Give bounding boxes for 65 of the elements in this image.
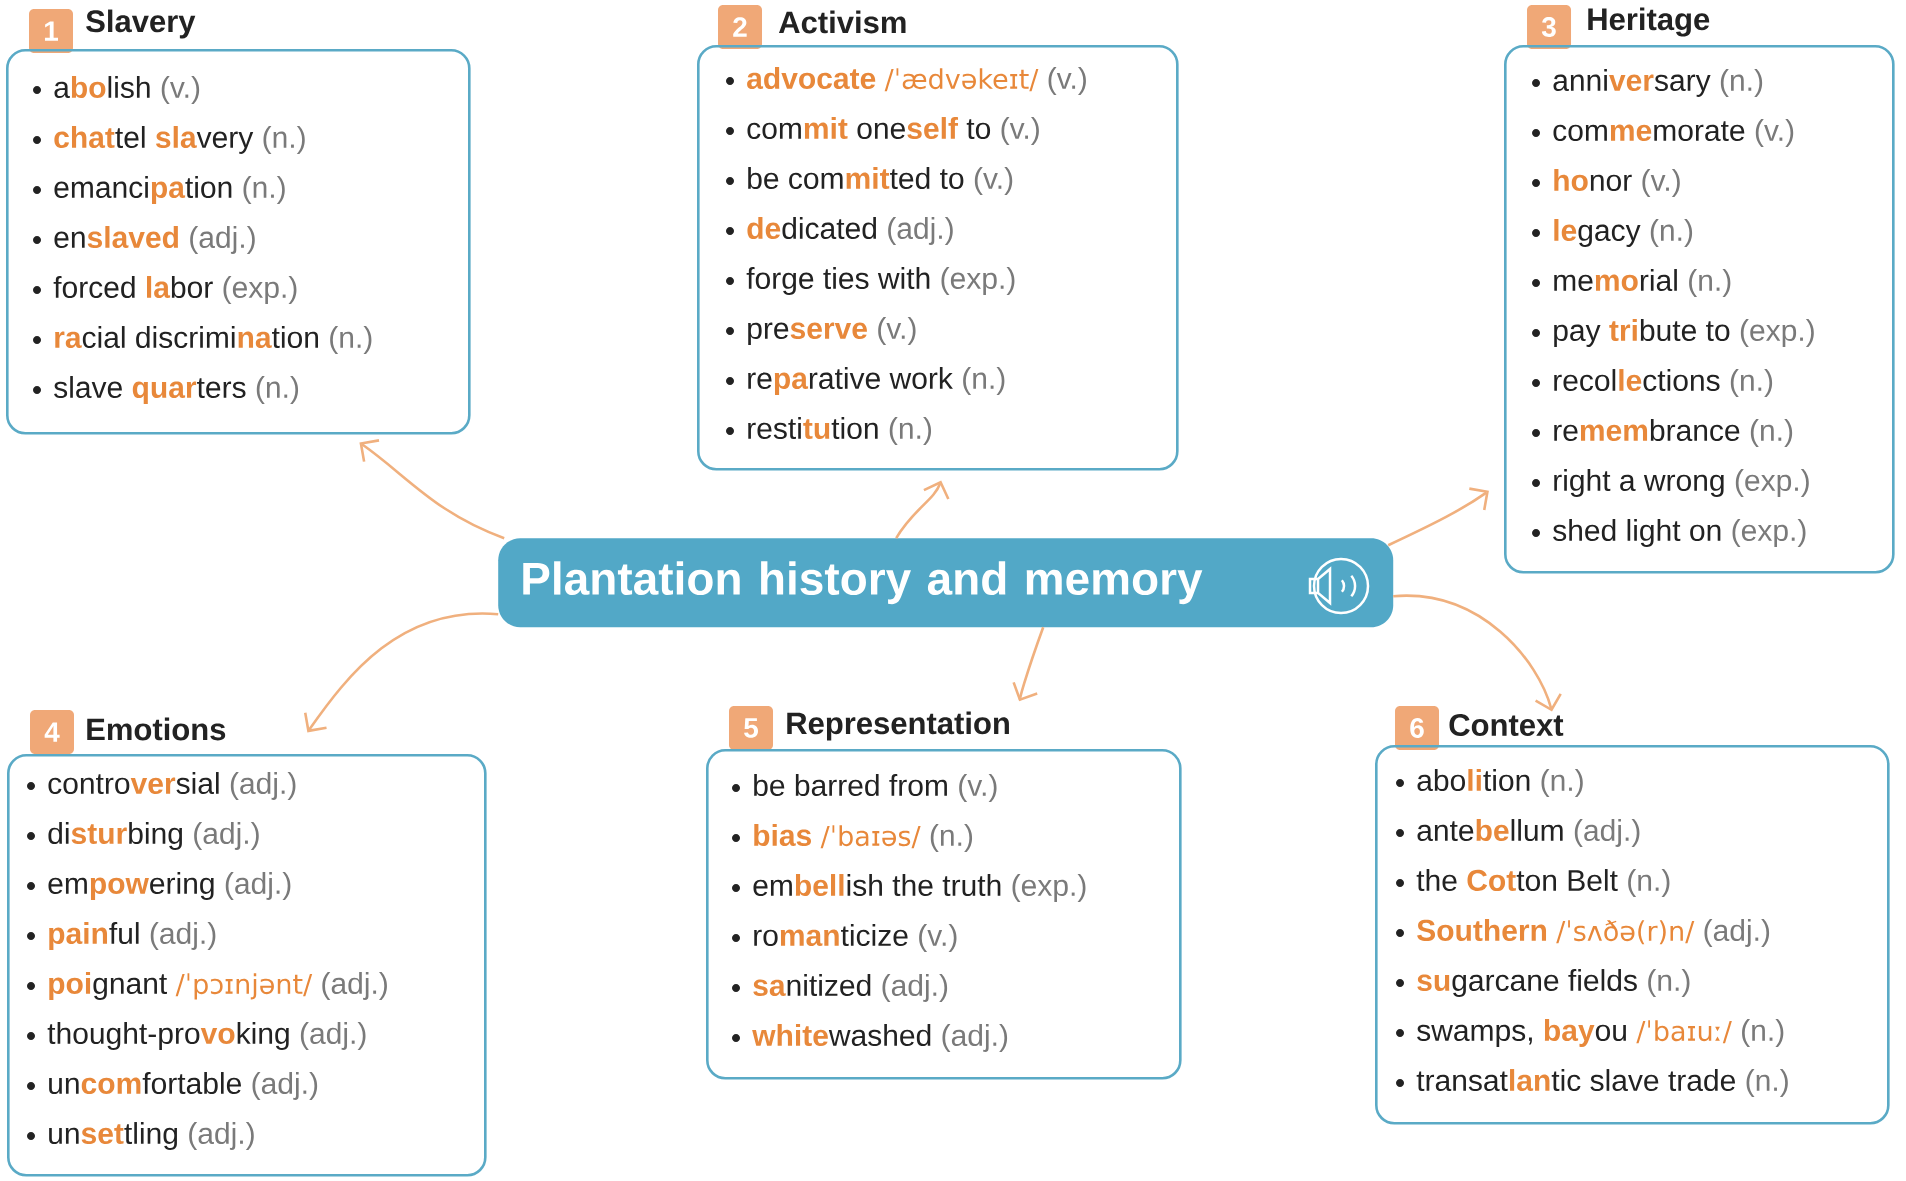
vocabulary-item: shed light on (exp.) [1553, 519, 1806, 547]
vocabulary-item: sugarcane fields (n.) [1417, 969, 1690, 997]
vocabulary-item: uncomfortable (adj.) [49, 1072, 318, 1100]
vocabulary-item: abolish (v.) [54, 76, 200, 104]
vocabulary-item: controversial (adj.) [48, 772, 296, 800]
number-badge: 4 [30, 710, 74, 754]
vocabulary-item: preserve (v.) [748, 317, 916, 345]
vocabulary-item: poignant /ˈpɔɪnjənt/ (adj.) [49, 972, 387, 1000]
vocabulary-item: empowering (adj.) [48, 872, 291, 900]
vocabulary-item: sanitized (adj.) [753, 974, 948, 1002]
node-label: Context [1449, 714, 1564, 736]
arrow [303, 612, 499, 733]
arrow [1012, 626, 1045, 702]
vocabulary-item: pay tribute to (exp.) [1554, 319, 1814, 347]
vocabulary-item: be barred from (v.) [754, 774, 997, 802]
vocabulary-item: recollections (n.) [1554, 369, 1773, 397]
vocabulary-item: antebellum (adj.) [1417, 819, 1640, 847]
vocabulary-item: commit oneself to (v.) [747, 117, 1039, 145]
vocabulary-item: transatlantic slave trade (n.) [1416, 1069, 1788, 1097]
arrow [1393, 594, 1562, 712]
node-label: Heritage [1588, 7, 1710, 37]
title-banner: Plantation history and memory [498, 538, 1394, 628]
node-label: Activism [778, 10, 906, 34]
vocabulary-item: unsettling (adj.) [49, 1122, 254, 1150]
node-label: Slavery [86, 9, 196, 39]
vocabulary-item: swamps, bayou /ˈbaɪuː/ (n.) [1417, 1019, 1784, 1047]
vocabulary-item: the Cotton Belt (n.) [1416, 869, 1670, 897]
vocabulary-item: restitution (n.) [748, 417, 932, 445]
number-badge: 2 [718, 5, 762, 49]
vocabulary-item: right a wrong (exp.) [1554, 469, 1809, 497]
vocabulary-item: emancipation (n.) [54, 176, 285, 204]
number-badge: 6 [1395, 706, 1439, 750]
arrow [1387, 487, 1489, 547]
vocabulary-item: painful (adj.) [49, 922, 216, 950]
vocabulary-item: thought-provoking (adj.) [47, 1022, 366, 1050]
vocabulary-item: disturbing (adj.) [48, 822, 259, 850]
vocabulary-item: forced labor (exp.) [53, 276, 297, 304]
number-badge: 1 [29, 9, 73, 53]
node-label: Emotions [87, 717, 226, 741]
number-badge: 5 [729, 706, 773, 750]
vocabulary-item: reparative work (n.) [748, 367, 1005, 395]
number-badge: 3 [1527, 5, 1571, 49]
vocabulary-item: honor (v.) [1554, 169, 1680, 197]
vocabulary-item: bias /ˈbaɪəs/ (n.) [754, 824, 973, 852]
vocabulary-item: memorial (n.) [1554, 269, 1731, 297]
vocabulary-item: anniversary (n.) [1553, 69, 1763, 97]
vocabulary-item: legacy (n.) [1554, 219, 1693, 247]
vocabulary-item: racial discrimination (n.) [55, 326, 372, 354]
vocabulary-item: forge ties with (exp.) [746, 267, 1015, 295]
vocabulary-item: Southern /ˈsʌðə(r)n/ (adj.) [1417, 919, 1770, 947]
vocabulary-item: commemorate (v.) [1553, 119, 1794, 147]
arrow [359, 439, 505, 540]
vocabulary-item: be committed to (v.) [748, 167, 1013, 195]
vocabulary-item: embellish the truth (exp.) [753, 874, 1086, 902]
vocabulary-item: slave quarters (n.) [54, 376, 299, 404]
vocabulary-item: whitewashed (adj.) [752, 1024, 1008, 1052]
vocabulary-item: advocate /ˈædvəkeɪt/ (v.) [747, 67, 1086, 95]
vocabulary-item: abolition (n.) [1417, 769, 1583, 797]
vocabulary-item: chattel slavery (n.) [54, 126, 305, 154]
arrow [895, 480, 950, 539]
node-label: Representation [787, 711, 1009, 741]
vocabulary-item: romanticize (v.) [754, 924, 957, 952]
vocabulary-item: dedicated (adj.) [747, 217, 953, 245]
vocabulary-item: enslaved (adj.) [54, 226, 255, 254]
vocabulary-item: remembrance (n.) [1554, 419, 1793, 447]
